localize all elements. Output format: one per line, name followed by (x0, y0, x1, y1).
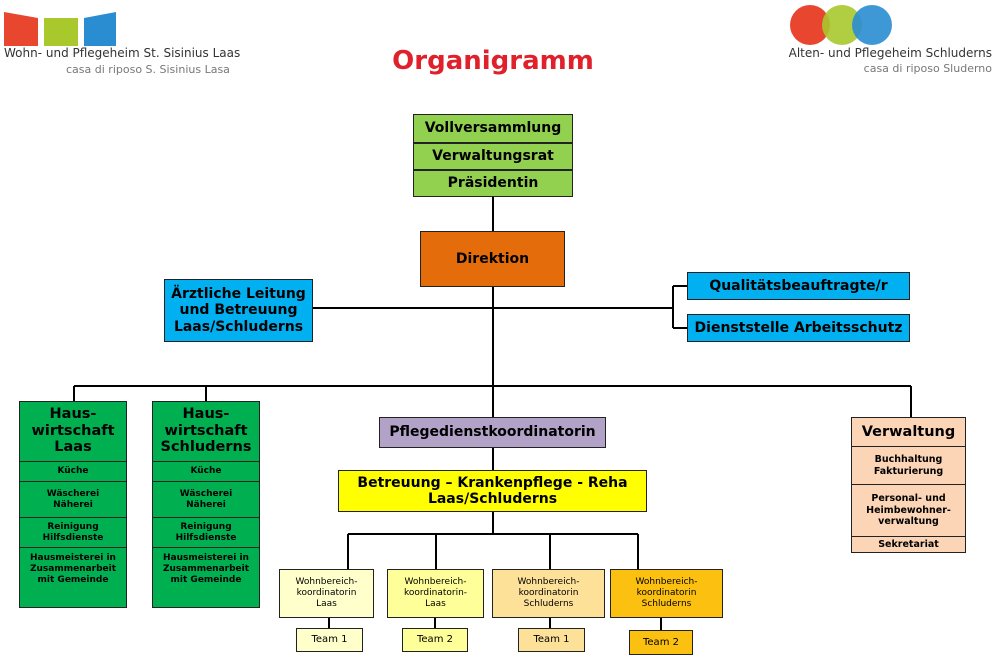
team-box: Team 1 (296, 628, 363, 652)
laas-logo-graphic (4, 12, 116, 46)
laas-logo (4, 8, 116, 46)
hw-schluderns-item: Küche (153, 461, 259, 481)
hw-schluderns-item: Reinigung Hilfsdienste (153, 517, 259, 547)
wohnbereich-laas-1-box: Wohnbereich-koordinatorin Laas (279, 569, 374, 618)
verwaltung-item: Buchhaltung Fakturierung (852, 446, 965, 484)
hw-laas-item: Reinigung Hilfsdienste (20, 517, 126, 547)
page-title: Organigramm (392, 46, 594, 76)
arbeitsschutz-box: Dienststelle Arbeitsschutz (687, 314, 910, 342)
hauswirtschaft-laas-box: Haus-wirtschaft Laas Küche Wäscherei Näh… (19, 401, 127, 608)
verwaltung-box: Verwaltung Buchhaltung Fakturierung Pers… (851, 417, 966, 553)
qualitaetsbeauftragte-box: Qualitätsbeauftragte/r (687, 272, 910, 300)
team-box: Team 2 (629, 630, 693, 655)
wohnbereich-schluderns-2-box: Wohnbereich-koordinatorin Schluderns (610, 569, 723, 618)
wohnbereich-schluderns-1-box: Wohnbereich-koordinatorin Schluderns (492, 569, 605, 618)
team-box: Team 2 (402, 628, 468, 652)
pflegedienstkoordinatorin-box: Pflegedienstkoordinatorin (379, 417, 606, 448)
direktion-box: Direktion (420, 231, 565, 287)
schluderns-name-italian: casa di riposo Sluderno (863, 62, 992, 75)
aerztliche-leitung-box: Ärztliche Leitung und Betreuung Laas/Sch… (164, 279, 313, 342)
hauswirtschaft-schluderns-box: Haus-wirtschaft Schluderns Küche Wäscher… (152, 401, 260, 608)
hauswirtschaft-laas-title: Haus-wirtschaft Laas (31, 406, 115, 456)
wohnbereich-laas-2-box: Wohnbereich-koordinatorin-Laas (387, 569, 484, 618)
hauswirtschaft-schluderns-title: Haus-wirtschaft Schluderns (160, 406, 252, 456)
laas-name-italian: casa di riposo S. Sisinius Lasa (66, 63, 230, 76)
schluderns-logo-graphic (790, 5, 892, 45)
verwaltung-item: Sekretariat (852, 536, 965, 553)
praesidentin-box: Präsidentin (413, 170, 573, 197)
hw-laas-item: Wäscherei Näherei (20, 481, 126, 517)
verwaltung-title: Verwaltung (861, 423, 956, 440)
team-box: Team 1 (518, 628, 585, 652)
betreuung-box: Betreuung – Krankenpflege - Reha Laas/Sc… (338, 470, 647, 512)
verwaltungsrat-box: Verwaltungsrat (413, 143, 573, 170)
laas-name: Wohn- und Pflegeheim St. Sisinius Laas (4, 46, 241, 60)
hw-schluderns-item: Wäscherei Näherei (153, 481, 259, 517)
verwaltung-item: Personal- und Heimbewohner-verwaltung (852, 484, 965, 536)
vollversammlung-box: Vollversammlung (413, 114, 573, 143)
hw-laas-item: Hausmeisterei in Zusammenarbeit mit Geme… (20, 547, 126, 591)
schluderns-logo (790, 4, 892, 46)
hw-laas-item: Küche (20, 461, 126, 481)
schluderns-name: Alten- und Pflegeheim Schluderns (788, 46, 992, 60)
hw-schluderns-item: Hausmeisterei in Zusammenarbeit mit Geme… (153, 547, 259, 591)
